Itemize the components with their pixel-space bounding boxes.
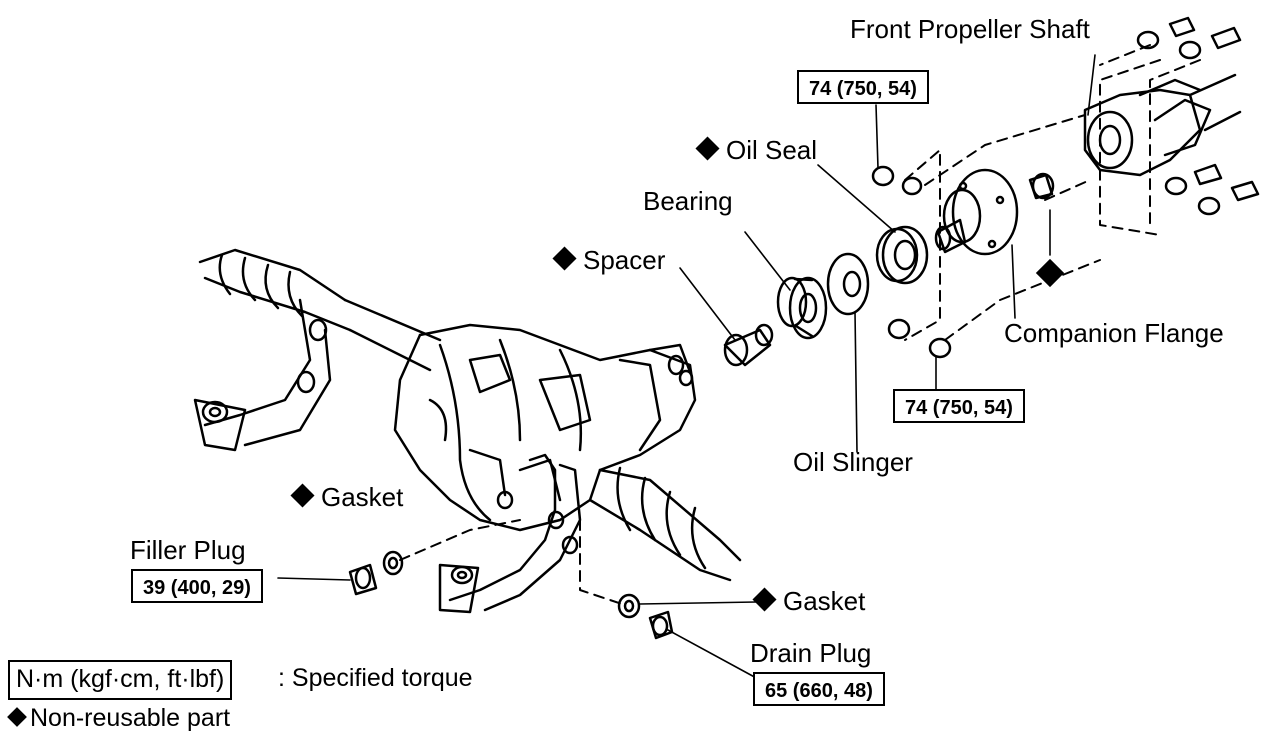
left-axle-assembly xyxy=(193,248,442,452)
label-drain-plug: Drain Plug xyxy=(750,638,872,668)
nonreusable-diamond-icon xyxy=(290,483,315,508)
nonreusable-diamond-icon xyxy=(752,587,777,612)
legend-nonreusable: Non-reusable part xyxy=(6,703,230,733)
leader-lines xyxy=(277,54,1096,681)
label-gasket-upper: Gasket xyxy=(290,482,403,512)
companion-flange-part xyxy=(934,168,1019,256)
propeller-shaft-part xyxy=(1083,73,1242,177)
torque-box-drain-plug: 65 (660, 48) xyxy=(753,672,885,706)
oil-seal-part xyxy=(875,225,929,285)
label-oil-slinger: Oil Slinger xyxy=(793,447,913,477)
nonreusable-diamond-icon xyxy=(695,136,720,161)
label-front-propeller-shaft: Front Propeller Shaft xyxy=(850,14,1090,44)
torque-box-propeller-bolts: 74 (750, 54) xyxy=(797,70,929,104)
label-filler-plug: Filler Plug xyxy=(130,535,246,565)
nonreusable-diamond-icon xyxy=(552,246,577,271)
bearing-part xyxy=(776,276,828,340)
label-spacer: Spacer xyxy=(552,245,665,275)
legend-unit-text: : Specified torque xyxy=(278,664,473,692)
oil-slinger-part xyxy=(826,252,870,316)
flange-nut-part xyxy=(1028,172,1055,200)
label-bearing: Bearing xyxy=(643,186,733,216)
nonreusable-diamond-icon xyxy=(7,707,27,727)
spacer-part xyxy=(723,323,774,367)
differential-carrier xyxy=(393,323,742,614)
label-gasket-lower: Gasket xyxy=(752,586,865,616)
legend-unit-box: N·m (kgf·cm, ft·lbf) xyxy=(8,660,233,700)
label-oil-seal: Oil Seal xyxy=(695,135,817,165)
assembly-lines xyxy=(399,44,1201,606)
label-companion-flange: Companion Flange xyxy=(1004,318,1224,348)
torque-box-filler-plug: 39 (400, 29) xyxy=(131,569,263,603)
torque-box-flange-nut: 74 (750, 54) xyxy=(893,389,1025,423)
fastener-set xyxy=(348,16,1260,640)
